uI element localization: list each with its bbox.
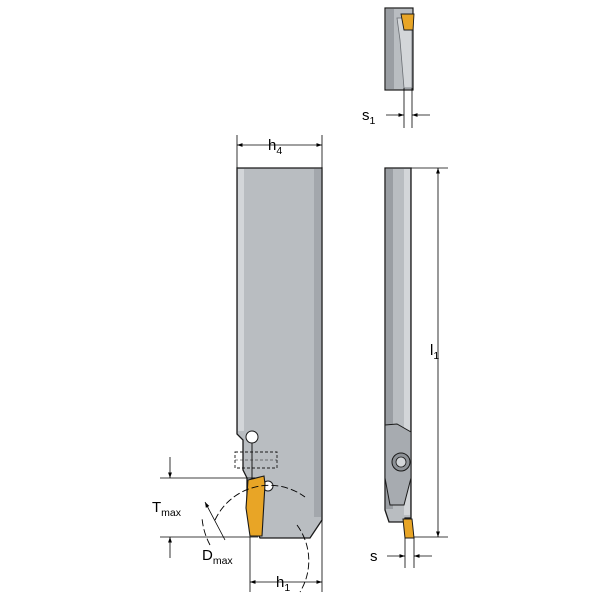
top-view-shade (386, 9, 394, 89)
tool-body-left-bevel (238, 169, 244, 431)
top-view: s1 (362, 7, 430, 128)
tmax-label: Tmax (152, 499, 182, 519)
front-view: h4 Tmax Dmax h1 (152, 135, 323, 594)
s1-label: s1 (362, 107, 376, 127)
screw-hole-icon (245, 430, 259, 444)
dmax-label: Dmax (202, 547, 233, 567)
h4-label: h4 (268, 137, 282, 157)
side-view-highlight (404, 169, 410, 515)
top-view-insert (400, 13, 415, 31)
dmax-leader (204, 501, 226, 541)
side-view: l1 s (370, 167, 448, 568)
side-view-insert (402, 518, 415, 539)
s-label: s (370, 548, 378, 565)
tool-body-right-bevel (314, 169, 321, 517)
dmax-arc (214, 484, 306, 521)
side-view-shade (386, 169, 393, 509)
l1-label: l1 (430, 342, 439, 362)
cutting-insert (245, 475, 266, 537)
dmax-arc-left (201, 517, 211, 546)
h1-label: h1 (276, 574, 290, 594)
dmax-arc-right (296, 524, 310, 593)
side-screw-inner (395, 456, 407, 468)
